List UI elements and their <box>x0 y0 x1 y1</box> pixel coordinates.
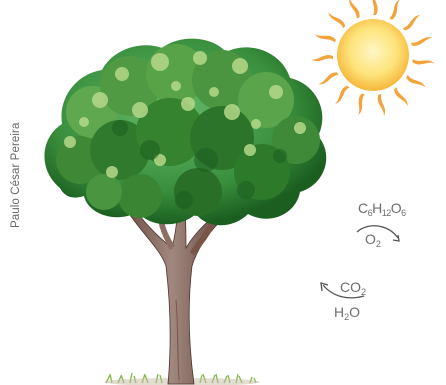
photo-credit: Paulo César Pereira <box>10 118 26 228</box>
tree-canopy <box>44 39 326 226</box>
sun-disc <box>337 19 409 91</box>
carbon-dioxide-formula: CO2 <box>340 280 366 297</box>
oxygen-formula: O2 <box>365 232 381 249</box>
water-formula: H2O <box>334 305 360 322</box>
glucose-formula: C6H12O6 <box>358 201 406 218</box>
sun-icon <box>311 0 435 117</box>
